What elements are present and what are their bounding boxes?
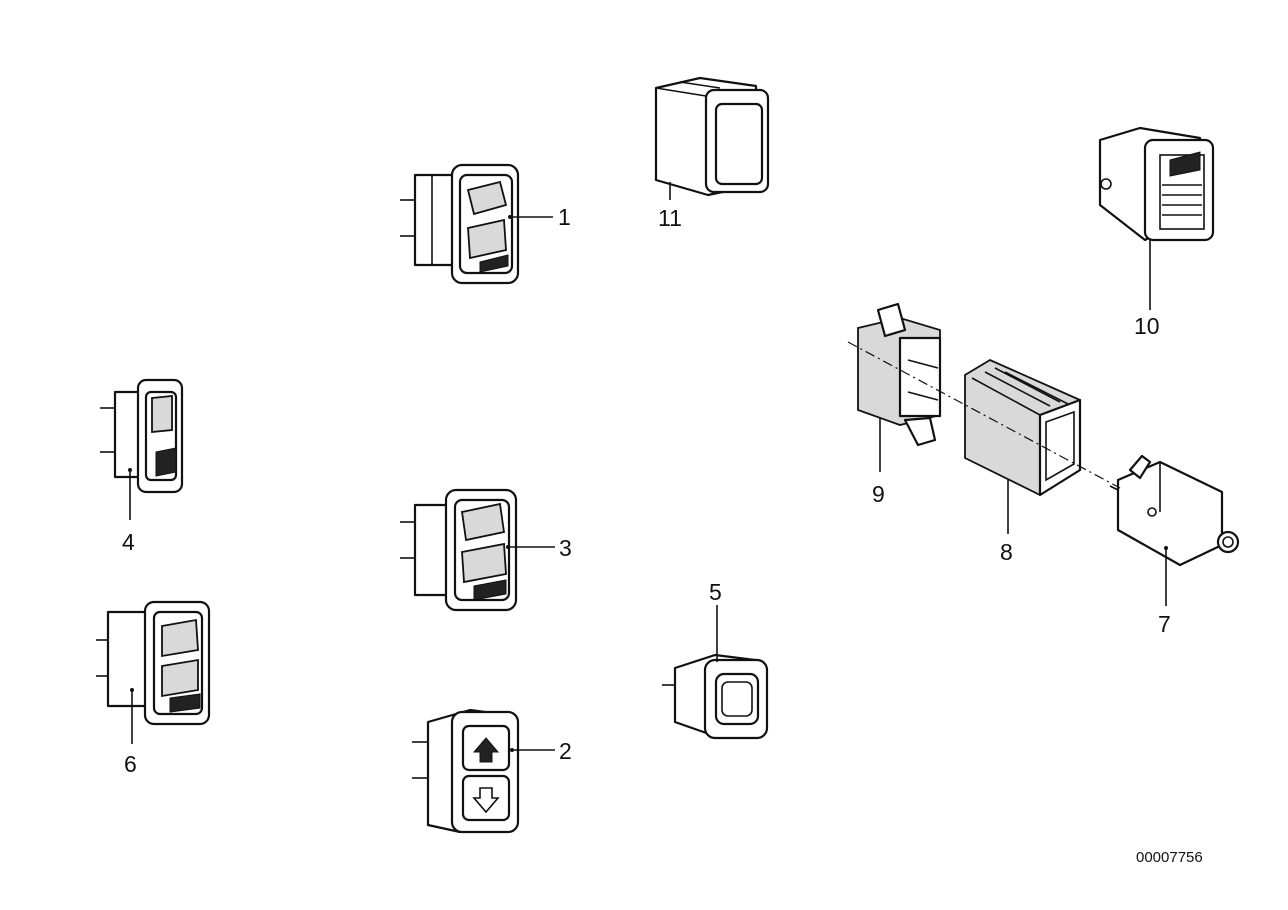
callout-11-label: 11 (658, 205, 682, 231)
part-8-housing (964, 358, 1082, 497)
part-6-rocker-switch (96, 600, 211, 726)
callout-5: 5 (709, 579, 722, 662)
callout-2-label: 2 (559, 738, 572, 764)
callout-2: 2 (510, 738, 572, 764)
callout-8: 8 (1000, 480, 1013, 565)
callout-9-label: 9 (872, 481, 885, 507)
part-2-arrow-switch (412, 708, 520, 834)
callout-8-label: 8 (1000, 539, 1013, 565)
callout-5-label: 5 (709, 579, 722, 605)
reference-number: 00007756 (1136, 849, 1203, 866)
callout-11: 11 (658, 182, 682, 231)
part-5-push-switch (662, 653, 769, 740)
part-3-rocker-switch (400, 488, 518, 612)
part-4-rocker-switch (100, 378, 184, 494)
callout-10: 10 (1134, 238, 1160, 339)
callout-7: 7 (1158, 546, 1171, 637)
assembly-axis (847, 341, 1121, 489)
part-9-frame (857, 302, 942, 447)
callout-4-label: 4 (122, 529, 135, 555)
callout-1-label: 1 (558, 204, 571, 230)
callout-9: 9 (872, 418, 885, 507)
part-1-rocker-switch (400, 163, 520, 285)
callout-7-label: 7 (1158, 611, 1171, 637)
callout-4: 4 (122, 468, 135, 555)
part-11-cap (654, 76, 770, 197)
callout-6-label: 6 (124, 751, 137, 777)
part-10-switch (1098, 126, 1215, 242)
callout-1: 1 (508, 204, 571, 230)
part-7-micro-switch (1109, 454, 1240, 567)
callout-3-label: 3 (559, 535, 572, 561)
callout-10-label: 10 (1134, 313, 1160, 339)
callout-3: 3 (506, 535, 572, 561)
callout-6: 6 (124, 688, 137, 777)
